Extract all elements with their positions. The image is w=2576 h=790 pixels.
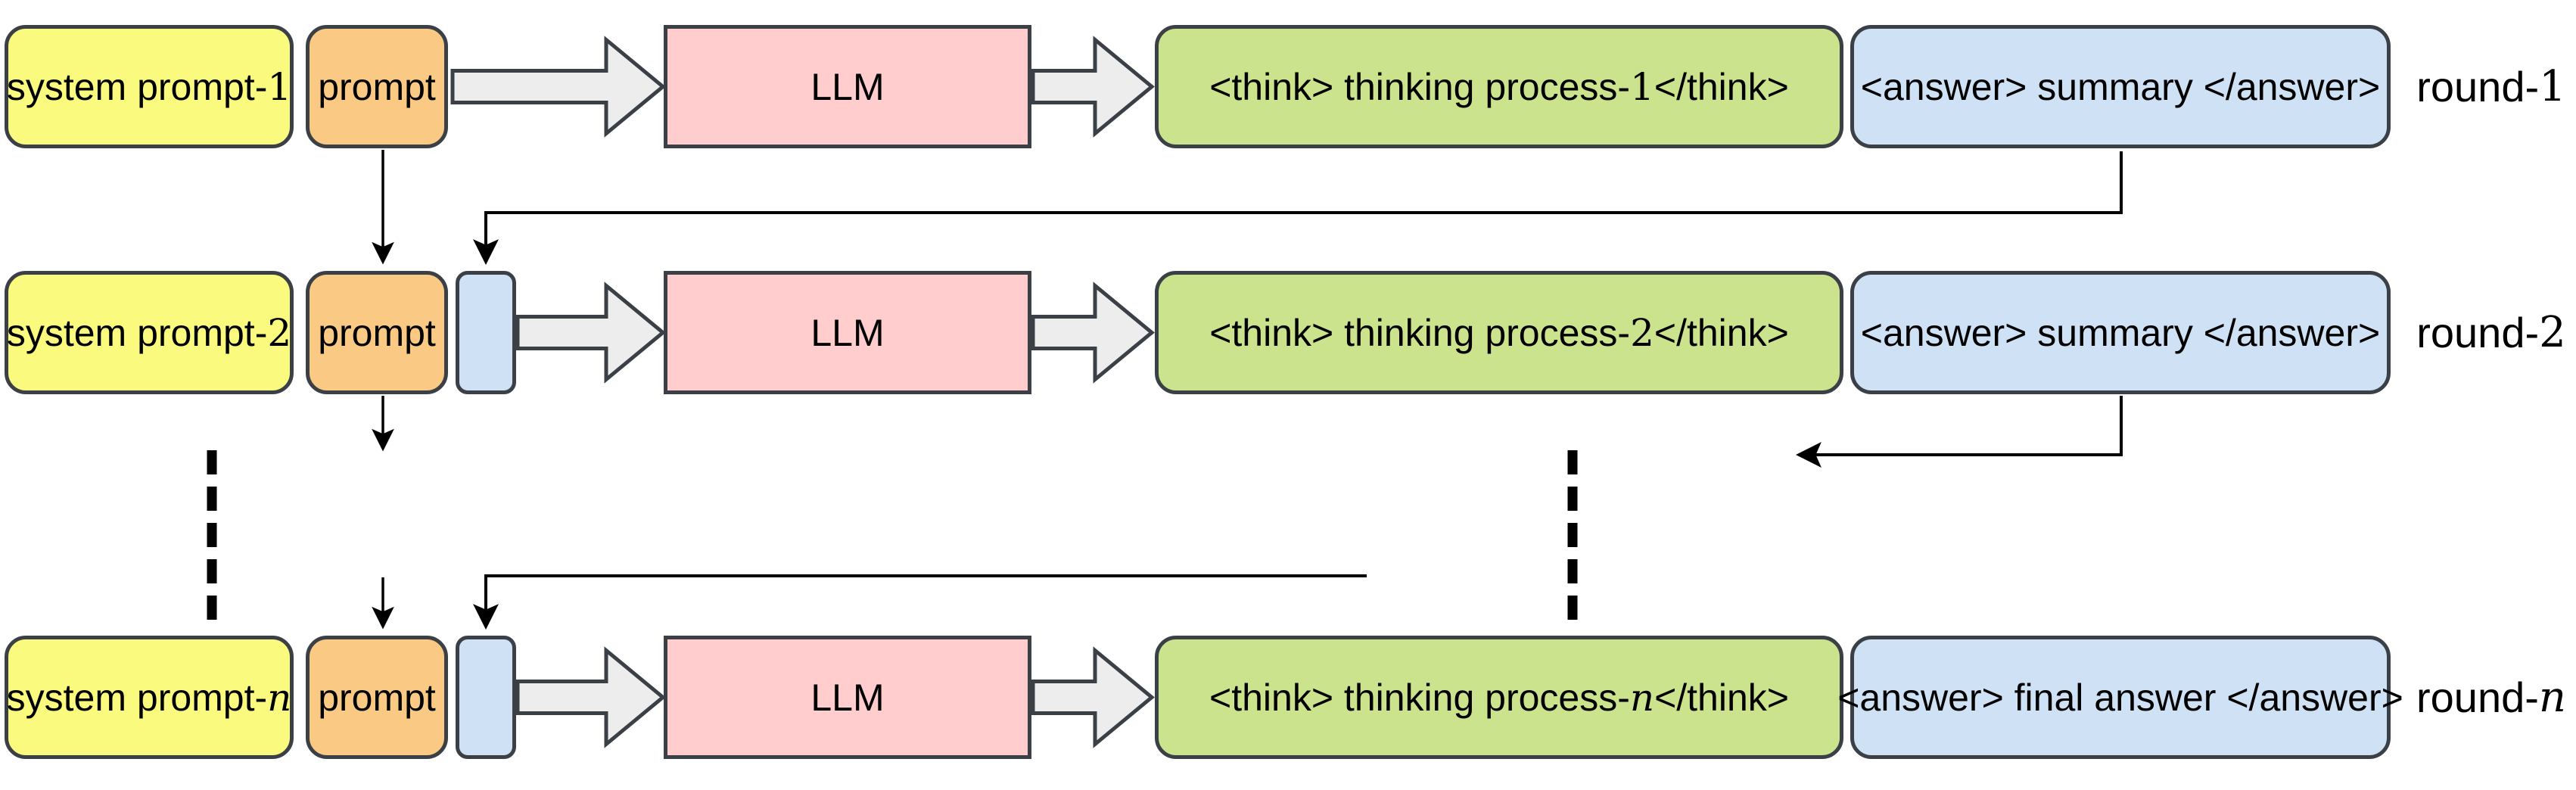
- think-label-close: </think>: [1654, 676, 1789, 719]
- round-label-1: round-1: [2406, 25, 2576, 148]
- round-label-2: round-2: [2406, 271, 2576, 394]
- context-summary-box-roundn: [456, 636, 516, 759]
- block-arrow-prompt-to-llm-round2: [515, 281, 666, 384]
- thinking-box-round1: <think> thinking process-1 </think>: [1155, 25, 1843, 148]
- round-label-text: round-: [2416, 63, 2540, 110]
- system-prompt-box-round2: system prompt-2: [5, 271, 294, 394]
- block-arrow-llm-to-output-round1: [1031, 36, 1155, 138]
- block-arrows: [450, 36, 1155, 748]
- system-prompt-box-round1: system prompt-1: [5, 25, 294, 148]
- system-prompt-label: system prompt-: [6, 311, 268, 354]
- user-prompt-box-round2: prompt: [306, 271, 448, 394]
- think-label: <think> thinking process-: [1209, 65, 1631, 108]
- thinking-box-roundn: <think> thinking process-n </think>: [1155, 636, 1843, 759]
- system-prompt-label: system prompt-: [6, 676, 268, 719]
- think-suffix: 2: [1630, 310, 1654, 355]
- answer-box-roundn: <answer> final answer </answer>: [1837, 636, 2403, 759]
- think-suffix: n: [1629, 675, 1655, 720]
- user-prompt-label: prompt: [318, 676, 436, 719]
- answer-box-round2: <answer> summary </answer>: [1850, 271, 2391, 394]
- user-prompt-label: prompt: [318, 65, 436, 108]
- block-arrow-prompt-to-llm-roundn: [515, 646, 666, 748]
- context-summary-box-round2: [456, 271, 516, 394]
- ellipsis-right: [1567, 450, 1578, 620]
- round-label-n: round-n: [2406, 636, 2576, 759]
- think-label: <think> thinking process-: [1209, 311, 1631, 354]
- round-label-suffix: 2: [2539, 308, 2566, 357]
- llm-label: LLM: [810, 676, 885, 719]
- llm-box-roundn: LLM: [664, 636, 1031, 759]
- user-prompt-label: prompt: [318, 311, 436, 354]
- llm-label: LLM: [810, 65, 885, 108]
- system-prompt-suffix: n: [267, 675, 292, 720]
- arrow-context-n-in: [473, 574, 1367, 630]
- round-label-suffix: 1: [2539, 62, 2566, 111]
- system-prompt-box-roundn: system prompt-n: [5, 636, 294, 759]
- system-prompt-suffix: 2: [267, 310, 292, 355]
- think-label-close: </think>: [1654, 65, 1789, 108]
- answer-label: <answer> final answer </answer>: [1837, 676, 2403, 719]
- answer-box-round1: <answer> summary </answer>: [1850, 25, 2391, 148]
- answer-label: <answer> summary </answer>: [1860, 65, 2381, 108]
- block-arrow-llm-to-output-round2: [1031, 281, 1155, 384]
- round-label-text: round-: [2416, 309, 2540, 356]
- llm-box-round2: LLM: [664, 271, 1031, 394]
- think-label-close: </think>: [1654, 311, 1789, 354]
- llm-box-round1: LLM: [664, 25, 1031, 148]
- answer-label: <answer> summary </answer>: [1860, 311, 2381, 354]
- round-label-text: round-: [2416, 673, 2539, 721]
- block-arrow-llm-to-output-roundn: [1031, 646, 1155, 748]
- connectors: [372, 150, 2123, 630]
- system-prompt-suffix: 1: [267, 64, 292, 109]
- think-label: <think> thinking process-: [1209, 676, 1630, 719]
- llm-label: LLM: [810, 311, 885, 354]
- user-prompt-box-roundn: prompt: [306, 636, 448, 759]
- user-prompt-box-round1: prompt: [306, 25, 448, 148]
- arrow-answer1-to-context2: [473, 151, 2123, 266]
- think-suffix: 1: [1630, 64, 1654, 109]
- arrow-answer2-left: [1795, 396, 2123, 468]
- thinking-box-round2: <think> thinking process-2 </think>: [1155, 271, 1843, 394]
- ellipsis-left: [207, 450, 217, 620]
- system-prompt-label: system prompt-: [6, 65, 268, 108]
- round-label-suffix: n: [2538, 673, 2566, 722]
- block-arrow-prompt-to-llm-round1: [450, 36, 666, 138]
